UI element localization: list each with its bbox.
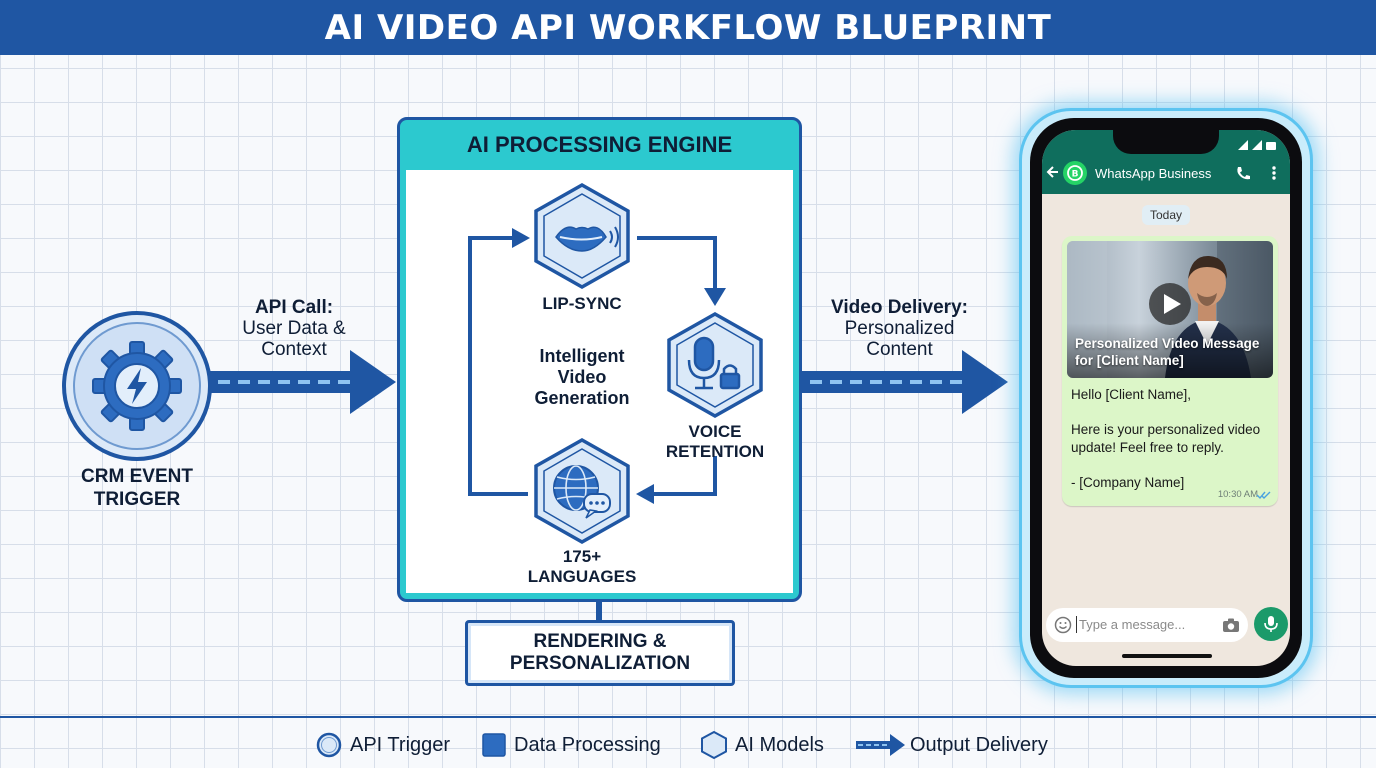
voice-retention-label: VOICE RETENTION	[665, 422, 765, 461]
status-icons	[1238, 140, 1276, 150]
home-indicator	[1122, 654, 1212, 658]
phone-call-icon[interactable]	[1235, 165, 1251, 181]
cycle-arrows	[468, 228, 726, 504]
phone-notch	[1113, 124, 1219, 154]
legend-ai-models: AI Models	[701, 728, 824, 762]
api-call-label: API Call: User Data & Context	[242, 297, 346, 360]
crm-trigger-label: CRM EVENT TRIGGER	[81, 466, 193, 510]
page-title: AI VIDEO API WORKFLOW BLUEPRINT	[324, 7, 1052, 48]
gear-lightning-icon	[92, 341, 182, 431]
message-bubble: Personalized Video Message for [Client N…	[1062, 236, 1278, 506]
mic-button[interactable]	[1254, 607, 1288, 641]
phone-screen: B WhatsApp Business Today	[1042, 130, 1290, 666]
read-receipt-icon	[1256, 491, 1271, 500]
lipsync-node	[534, 182, 630, 290]
mic-icon	[1264, 616, 1278, 632]
intelligent-video-generation-text: Intelligent Video Generation	[534, 346, 630, 408]
message-body-line2: update! Feel free to reply.	[1071, 440, 1224, 455]
voice-retention-node	[667, 311, 763, 419]
date-chip: Today	[1142, 205, 1190, 225]
legend-api-trigger: API Trigger	[316, 728, 450, 762]
video-thumbnail[interactable]: Personalized Video Message for [Client N…	[1067, 241, 1273, 378]
rendering-personalization-box: RENDERING & PERSONALIZATION	[465, 620, 735, 686]
message-body-line1: Here is your personalized video	[1071, 422, 1261, 437]
arrow-icon	[856, 734, 905, 756]
message-greeting: Hello [Client Name],	[1071, 387, 1192, 402]
video-delivery-arrow	[802, 350, 1008, 414]
business-avatar[interactable]: B	[1062, 160, 1088, 186]
message-input-bar[interactable]: Type a message...	[1046, 608, 1248, 642]
svg-text:B: B	[1072, 170, 1079, 180]
legend: API Trigger Data Processing AI Models Ou…	[0, 728, 1376, 762]
legend-data-processing: Data Processing	[482, 728, 661, 762]
message-signature: - [Company Name]	[1071, 475, 1185, 490]
circle-icon	[316, 732, 342, 758]
play-icon[interactable]	[1148, 282, 1192, 326]
hexagon-icon	[701, 731, 727, 759]
message-time: 10:30 AM	[1217, 489, 1258, 500]
languages-node	[534, 437, 630, 545]
video-delivery-label: Video Delivery: Personalized Content	[831, 297, 968, 360]
back-arrow-icon[interactable]	[1046, 164, 1062, 180]
more-options-icon[interactable]	[1270, 165, 1278, 181]
engine-title: AI PROCESSING ENGINE	[466, 132, 733, 157]
languages-label: 175+ LANGUAGES	[527, 547, 637, 586]
legend-divider	[0, 716, 1376, 718]
chat-title[interactable]: WhatsApp Business	[1095, 166, 1212, 181]
engine-render-connector	[596, 600, 602, 622]
lipsync-label: LIP-SYNC	[542, 294, 622, 313]
microphone-lock-icon	[687, 336, 741, 390]
emoji-icon[interactable]	[1054, 616, 1072, 634]
camera-icon[interactable]	[1222, 617, 1240, 633]
api-call-arrow	[210, 350, 396, 414]
crm-trigger-node	[62, 311, 212, 461]
lips-icon	[555, 226, 619, 252]
video-caption: Personalized Video Message for [Client N…	[1075, 336, 1260, 368]
header-bar: AI VIDEO API WORKFLOW BLUEPRINT	[0, 0, 1376, 55]
globe-chat-icon	[553, 465, 611, 519]
message-input[interactable]: Type a message...	[1076, 616, 1185, 633]
square-icon	[482, 733, 506, 757]
legend-output-delivery: Output Delivery	[856, 728, 1048, 762]
